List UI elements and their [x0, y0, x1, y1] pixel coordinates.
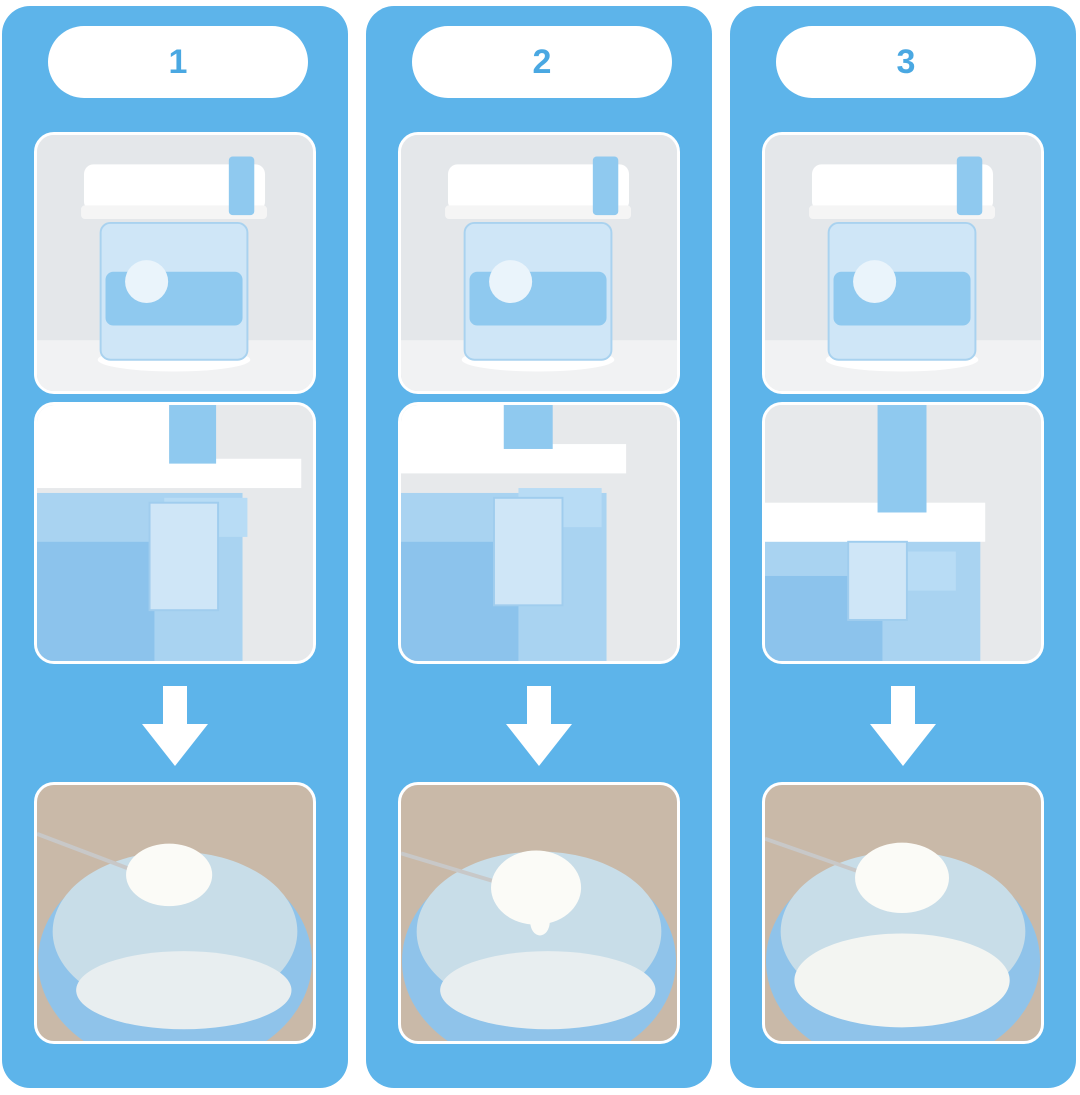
result-photo	[762, 782, 1044, 1044]
arrow-down-icon	[870, 686, 936, 766]
arrow-down-icon	[142, 686, 208, 766]
step-number: 2	[532, 42, 552, 81]
step-panel-2: 2	[366, 6, 712, 1088]
step-number: 1	[168, 42, 188, 81]
step-number: 3	[896, 42, 916, 81]
container-photo	[762, 132, 1044, 394]
container-photo	[34, 132, 316, 394]
step-panel-1: 1	[2, 6, 348, 1088]
result-photo	[34, 782, 316, 1044]
step-panel-3: 3	[730, 6, 1076, 1088]
arrow-down-icon	[506, 686, 572, 766]
lock-closeup-photo	[34, 402, 316, 664]
step-number-badge: 2	[412, 26, 672, 98]
result-photo	[398, 782, 680, 1044]
lock-closeup-photo	[762, 402, 1044, 664]
container-photo	[398, 132, 680, 394]
step-number-badge: 3	[776, 26, 1036, 98]
step-number-badge: 1	[48, 26, 308, 98]
lock-closeup-photo	[398, 402, 680, 664]
